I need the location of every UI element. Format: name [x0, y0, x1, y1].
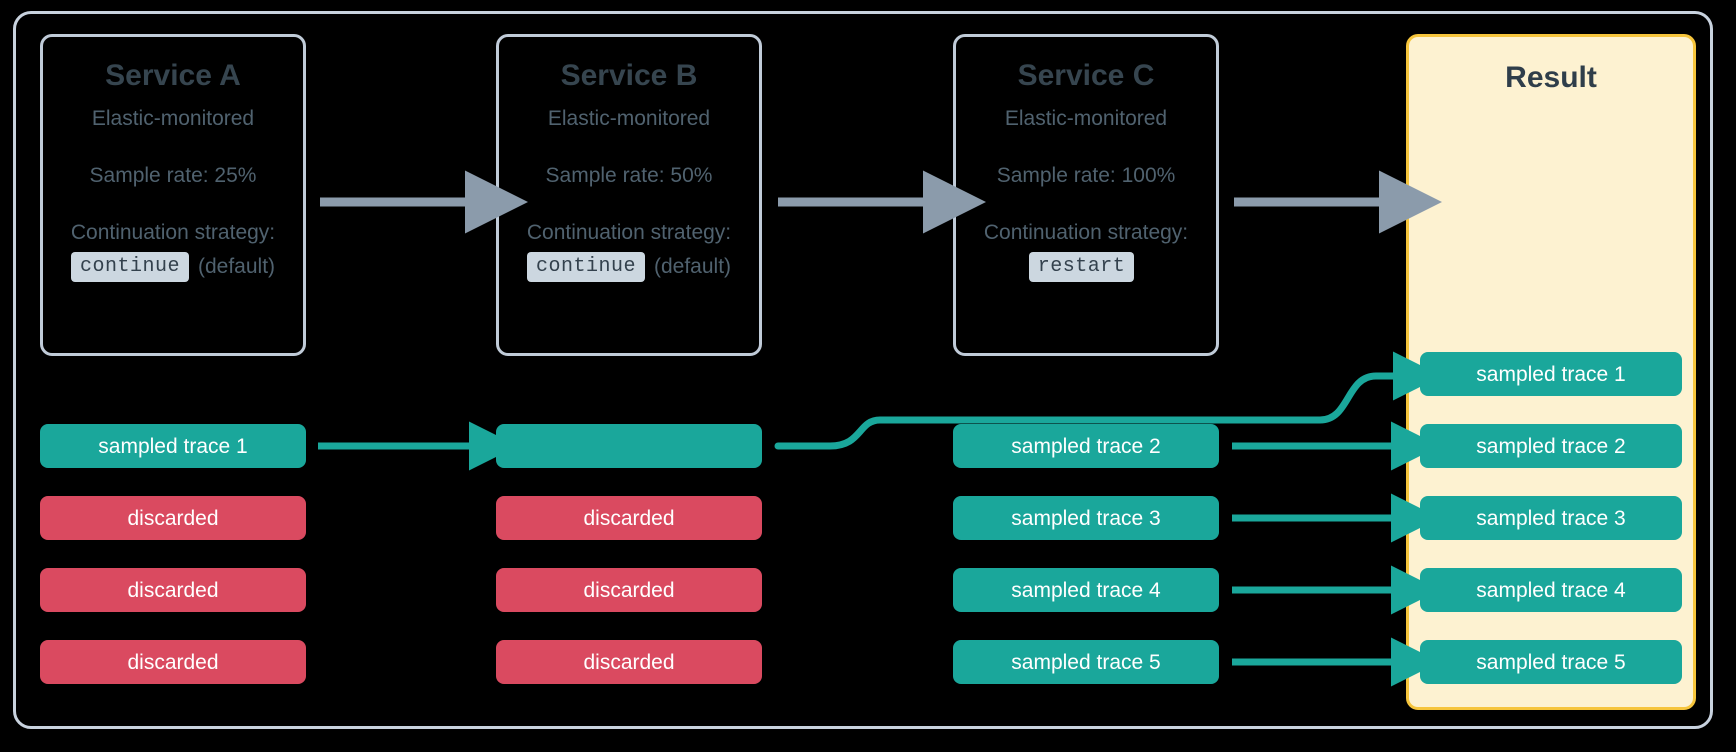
result-pill-1[interactable]: sampled trace 1	[1420, 352, 1682, 396]
result-pill-4[interactable]: sampled trace 4	[1420, 568, 1682, 612]
service-a-subtitle: Elastic-monitored	[91, 106, 255, 130]
service-a-title: Service A	[105, 59, 241, 92]
service-b-strategy-label: Continuation strategy:	[526, 221, 732, 245]
trace-pill-a-2[interactable]: discarded	[40, 496, 306, 540]
service-c-strategy-value: restart	[1028, 252, 1135, 283]
result-pill-5[interactable]: sampled trace 5	[1420, 640, 1682, 684]
service-b-title: Service B	[560, 59, 698, 92]
trace-pill-c-2[interactable]: sampled trace 3	[953, 496, 1219, 540]
service-b-strategy-row: continue (default)	[499, 252, 759, 283]
trace-pill-b-4[interactable]: discarded	[496, 640, 762, 684]
trace-pill-c-1[interactable]: sampled trace 2	[953, 424, 1219, 468]
trace-pill-c-3[interactable]: sampled trace 4	[953, 568, 1219, 612]
service-a-strategy-label: Continuation strategy:	[70, 221, 276, 245]
trace-pill-b-3[interactable]: discarded	[496, 568, 762, 612]
result-pill-3[interactable]: sampled trace 3	[1420, 496, 1682, 540]
service-a-strategy-value: continue	[70, 252, 189, 283]
trace-pill-b-2[interactable]: discarded	[496, 496, 762, 540]
trace-pill-a-1[interactable]: sampled trace 1	[40, 424, 306, 468]
service-b-subtitle: Elastic-monitored	[547, 106, 711, 130]
service-b-sample-rate: Sample rate: 50%	[545, 163, 713, 187]
service-a-strategy-row: continue (default)	[43, 252, 303, 283]
result-pill-2[interactable]: sampled trace 2	[1420, 424, 1682, 468]
service-c-title: Service C	[1017, 59, 1155, 92]
trace-pill-c-4[interactable]: sampled trace 5	[953, 640, 1219, 684]
service-card-service-a: Service A Elastic-monitored Sample rate:…	[40, 34, 306, 356]
service-card-service-b: Service B Elastic-monitored Sample rate:…	[496, 34, 762, 356]
service-b-strategy-value: continue	[526, 252, 645, 283]
service-b-strategy-note: (default)	[653, 255, 732, 279]
service-c-strategy-label: Continuation strategy:	[983, 221, 1189, 245]
service-c-strategy-row: restart	[956, 252, 1216, 283]
trace-pill-a-4[interactable]: discarded	[40, 640, 306, 684]
service-c-sample-rate: Sample rate: 100%	[996, 163, 1176, 187]
trace-pill-b-1[interactable]	[496, 424, 762, 468]
service-card-service-c: Service C Elastic-monitored Sample rate:…	[953, 34, 1219, 356]
service-c-subtitle: Elastic-monitored	[1004, 106, 1168, 130]
service-a-sample-rate: Sample rate: 25%	[89, 163, 257, 187]
service-a-strategy-note: (default)	[197, 255, 276, 279]
trace-pill-a-3[interactable]: discarded	[40, 568, 306, 612]
result-title: Result	[1505, 61, 1597, 94]
